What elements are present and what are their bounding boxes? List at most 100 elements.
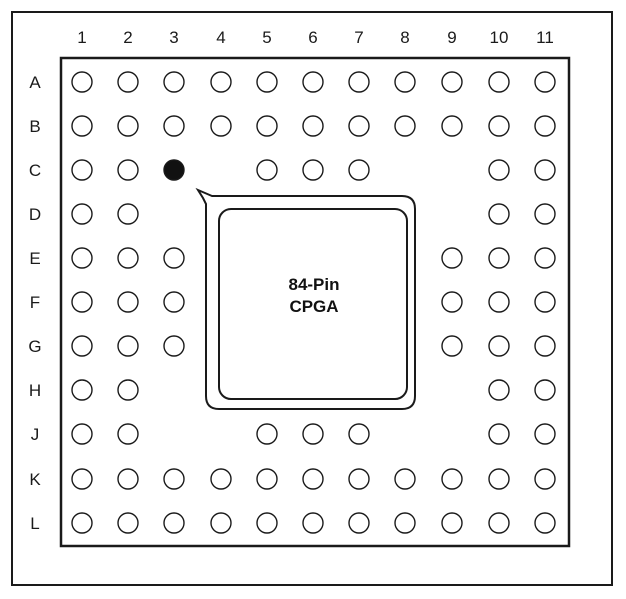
pin-B10 <box>488 115 510 137</box>
pin-L10 <box>488 512 510 534</box>
pin-C7 <box>348 159 370 181</box>
column-label-10: 10 <box>490 28 509 47</box>
pin-L2 <box>117 512 139 534</box>
pin-L1 <box>71 512 93 534</box>
pin-L9 <box>441 512 463 534</box>
pin-K10 <box>488 468 510 490</box>
row-label-A: A <box>29 73 41 92</box>
pin-F10 <box>488 291 510 313</box>
pin-G11 <box>534 335 556 357</box>
column-label-3: 3 <box>169 28 178 47</box>
pin-H1 <box>71 379 93 401</box>
row-label-B: B <box>29 117 40 136</box>
cavity-outer-outline <box>195 187 416 410</box>
column-label-9: 9 <box>447 28 456 47</box>
pin-A9 <box>441 71 463 93</box>
column-label-7: 7 <box>354 28 363 47</box>
pin-H2 <box>117 379 139 401</box>
pin-F9 <box>441 291 463 313</box>
pin-L6 <box>302 512 324 534</box>
column-labels: 1 2 3 4 5 6 7 8 9 10 11 <box>77 28 554 47</box>
pin-F11 <box>534 291 556 313</box>
pin-K9 <box>441 468 463 490</box>
pin-K1 <box>71 468 93 490</box>
pin-C2 <box>117 159 139 181</box>
row-label-F: F <box>30 293 40 312</box>
pin-B9 <box>441 115 463 137</box>
pin-E9 <box>441 247 463 269</box>
row-label-E: E <box>29 249 40 268</box>
column-label-4: 4 <box>216 28 225 47</box>
pin-K3 <box>163 468 185 490</box>
pin-grid <box>71 71 556 534</box>
pin-B8 <box>394 115 416 137</box>
pin-A8 <box>394 71 416 93</box>
pin-A4 <box>210 71 232 93</box>
pin-G2 <box>117 335 139 357</box>
pin-B1 <box>71 115 93 137</box>
pin-K7 <box>348 468 370 490</box>
pin-C10 <box>488 159 510 181</box>
pin-A11 <box>534 71 556 93</box>
pin-A5 <box>256 71 278 93</box>
pin-A6 <box>302 71 324 93</box>
package-outline <box>59 56 571 548</box>
row-label-H: H <box>29 381 41 400</box>
column-label-6: 6 <box>308 28 317 47</box>
pin-J6 <box>302 423 324 445</box>
pin-L8 <box>394 512 416 534</box>
pin-G1 <box>71 335 93 357</box>
pin-C1 <box>71 159 93 181</box>
pin-D10 <box>488 203 510 225</box>
package-label-line-2: CPGA <box>289 297 338 316</box>
pin-B5 <box>256 115 278 137</box>
pin-F2 <box>117 291 139 313</box>
column-label-1: 1 <box>77 28 86 47</box>
pin-K2 <box>117 468 139 490</box>
pin-J10 <box>488 423 510 445</box>
index-pin-C3 <box>163 159 185 181</box>
pin-L11 <box>534 512 556 534</box>
pin-K6 <box>302 468 324 490</box>
pin-H11 <box>534 379 556 401</box>
pin-D1 <box>71 203 93 225</box>
row-label-D: D <box>29 205 41 224</box>
cavity-inner-outline <box>218 208 408 400</box>
pin-B3 <box>163 115 185 137</box>
pin-E1 <box>71 247 93 269</box>
pin-C11 <box>534 159 556 181</box>
pin-L3 <box>163 512 185 534</box>
row-label-C: C <box>29 161 41 180</box>
pin-H10 <box>488 379 510 401</box>
pin-G10 <box>488 335 510 357</box>
pin-E2 <box>117 247 139 269</box>
pin-B2 <box>117 115 139 137</box>
row-label-K: K <box>29 470 41 489</box>
pin-A7 <box>348 71 370 93</box>
pin-F3 <box>163 291 185 313</box>
pin-A1 <box>71 71 93 93</box>
pin-B7 <box>348 115 370 137</box>
row-label-G: G <box>28 337 41 356</box>
pin-J1 <box>71 423 93 445</box>
column-label-11: 11 <box>536 28 554 47</box>
pin-J11 <box>534 423 556 445</box>
pin-B6 <box>302 115 324 137</box>
pin-J7 <box>348 423 370 445</box>
row-label-J: J <box>31 425 40 444</box>
die-cavity: 84-Pin CPGA <box>195 187 416 410</box>
pin-L7 <box>348 512 370 534</box>
pin-K11 <box>534 468 556 490</box>
pin-A3 <box>163 71 185 93</box>
pin-F1 <box>71 291 93 313</box>
column-label-8: 8 <box>400 28 409 47</box>
pin-J5 <box>256 423 278 445</box>
pin-L5 <box>256 512 278 534</box>
column-label-2: 2 <box>123 28 132 47</box>
pin-D2 <box>117 203 139 225</box>
outer-frame <box>11 11 613 586</box>
pin-E3 <box>163 247 185 269</box>
column-label-5: 5 <box>262 28 271 47</box>
